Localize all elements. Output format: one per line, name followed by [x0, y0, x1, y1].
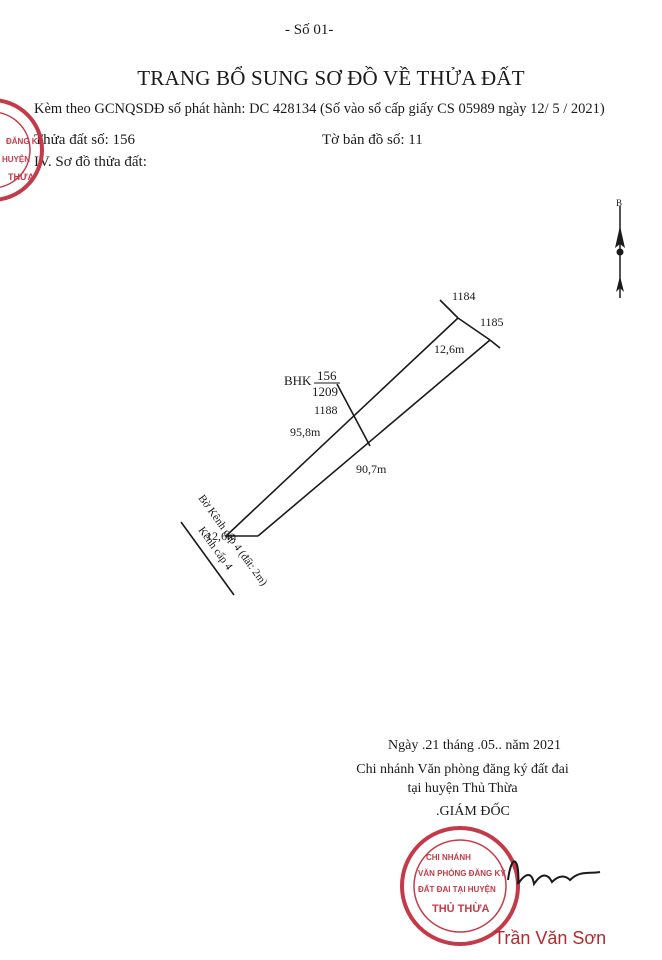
- signature-mark: [507, 860, 601, 888]
- left-length-label: 95,8m: [290, 425, 321, 439]
- bottom-width-label: 12,6m: [206, 529, 237, 543]
- map-sheet-number: Tờ bản đồ số: 11: [322, 132, 423, 148]
- svg-text:THỦ THỪA: THỦ THỪA: [432, 902, 489, 915]
- neighbor-1184: 1184: [452, 289, 476, 303]
- section-heading: IV. Sơ đồ thửa đất:: [34, 154, 147, 170]
- svg-text:THỪA: THỪA: [8, 171, 34, 182]
- right-length-label: 90,7m: [356, 462, 387, 476]
- neighbor-1188: 1188: [314, 403, 338, 417]
- svg-text:ĐẤT ĐAI TẠI HUYỆN: ĐẤT ĐAI TẠI HUYỆN: [418, 884, 496, 894]
- parcel-code-number: 156: [317, 368, 337, 383]
- svg-text:VĂN PHÒNG ĐĂNG KÝ: VĂN PHÒNG ĐĂNG KÝ: [418, 869, 506, 878]
- certificate-line: Kèm theo GCNQSDĐ số phát hành: DC 428134…: [34, 101, 605, 117]
- signer-name: Trần Văn Sơn: [494, 928, 607, 948]
- office-stamp-bottom: CHI NHÁNH VĂN PHÒNG ĐĂNG KÝ ĐẤT ĐAI TẠI …: [400, 826, 520, 946]
- signer-position: .GIÁM ĐỐC: [436, 804, 510, 819]
- parcel-number: Thửa đất số: 156: [34, 132, 136, 148]
- svg-text:CHI NHÁNH: CHI NHÁNH: [426, 853, 471, 862]
- top-width-label: 12,6m: [434, 342, 465, 356]
- signing-date: Ngày .21 tháng .05.. năm 2021: [388, 738, 562, 753]
- north-label: B: [616, 198, 622, 208]
- page-title: TRANG BỔ SUNG SƠ ĐỒ VỀ THỬA ĐẤT: [137, 66, 525, 90]
- north-arrow-icon: [615, 206, 625, 298]
- parcel-code-prefix: BHK: [284, 373, 312, 388]
- neighbor-1185: 1185: [480, 315, 504, 329]
- parcel-area: 1209: [312, 384, 338, 399]
- office-stamp-topleft: ĐĂNG KÝ HUYỆN THỪA: [0, 98, 44, 202]
- page-number: - Số 01-: [285, 22, 334, 38]
- issuing-office: Chi nhánh Văn phòng đăng ký đất đai tại …: [356, 762, 569, 796]
- parcel-outline: [180, 299, 501, 596]
- svg-text:ĐĂNG KÝ: ĐĂNG KÝ: [6, 137, 44, 146]
- svg-text:HUYỆN: HUYỆN: [2, 155, 30, 164]
